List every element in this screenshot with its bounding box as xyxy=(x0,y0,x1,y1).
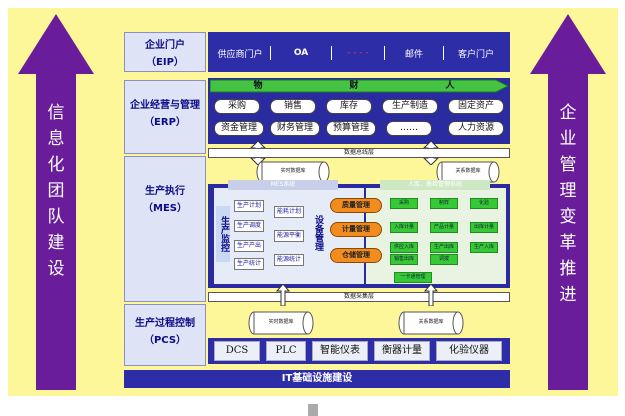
mes-green-sampling[interactable]: 制样 xyxy=(430,198,458,209)
mes-realtime-db-icon xyxy=(256,161,330,183)
mes-metering-mgmt[interactable]: 计量管理 xyxy=(330,222,382,237)
erp-purchase[interactable]: 采购 xyxy=(214,99,260,114)
pcs-lab-instruments[interactable]: 化验仪器 xyxy=(436,341,502,361)
mes-realtime-db: 实时数据库 xyxy=(280,168,306,174)
mes-equipment[interactable]: 设备管理 xyxy=(313,215,323,251)
mes-monitor[interactable]: 生产监控 xyxy=(216,206,230,262)
erp-modules: 采购 销售 库存 生产制造 固定资产 资金管理 财务管理 预算管理 …… 人力资… xyxy=(214,99,508,143)
mes-green-card-mgmt[interactable]: 一卡通管理 xyxy=(394,272,432,283)
mes-green-sales-out[interactable]: 销售出库 xyxy=(390,254,418,265)
mes-production-plan[interactable]: 生产计划 xyxy=(234,200,264,212)
erp-manufacturing[interactable]: 生产制造 xyxy=(382,99,438,114)
eip-items: 供应商门户 OA - - - - 邮件 客户门户 xyxy=(210,44,510,62)
mes-green-supply-in[interactable]: 供应入库 xyxy=(390,242,418,253)
erp-finance-mgmt[interactable]: 财务管理 xyxy=(270,121,320,136)
mes-relational-db: 关系数据库 xyxy=(455,168,481,174)
erp-label-box: 企业经营与管理 （ERP） xyxy=(124,80,206,154)
left-arrow-text: 信息化 团队建 设 xyxy=(47,103,65,279)
right-arrow-text: 企业管 理变革 推进 xyxy=(559,103,577,305)
erp-banner-arrow xyxy=(210,79,510,93)
erp-budget-mgmt[interactable]: 预算管理 xyxy=(326,121,376,136)
erp-fund-mgmt[interactable]: 资金管理 xyxy=(214,121,264,136)
mes-green-grid: 采购 制样 化验 入库计量 产品计量 出库计量 供应入库 生产出库 生产入库 销… xyxy=(366,194,506,276)
pcs-arrow-right xyxy=(424,284,438,306)
mes-section-left-title: MES系统 xyxy=(228,180,338,190)
mes-green-prod-in[interactable]: 生产入库 xyxy=(470,242,498,253)
eip-label-box: 企业门户 （EIP） xyxy=(124,32,206,72)
eip-supplier-portal[interactable]: 供应商门户 xyxy=(217,49,263,60)
mes-production-output[interactable]: 生产产出 xyxy=(234,240,264,252)
erp-sub: （ERP） xyxy=(144,117,186,128)
erp-banner-finance: 财 xyxy=(349,81,359,91)
erp-sales[interactable]: 销售 xyxy=(270,99,316,114)
pcs-realtime-db-icon xyxy=(248,311,314,335)
erp-hr[interactable]: 人力资源 xyxy=(448,121,504,136)
pcs-dcs[interactable]: DCS xyxy=(214,341,260,361)
eip-sub: （EIP） xyxy=(146,57,184,68)
eip-label: 企业门户 xyxy=(145,40,185,51)
eip-mail[interactable]: 邮件 xyxy=(404,49,423,60)
eip-customer-portal[interactable]: 客户门户 xyxy=(457,49,494,60)
mes-production-stats[interactable]: 生产统计 xyxy=(234,258,264,270)
pcs-sub: （PCS） xyxy=(143,335,187,346)
erp-label: 企业经营与管理 xyxy=(130,100,200,111)
it-infrastructure: IT基础设施建设 xyxy=(124,370,510,388)
pcs-relational-db-icon xyxy=(398,311,464,335)
mes-green-purchase[interactable]: 采购 xyxy=(390,198,418,209)
pcs-label: 生产过程控制 xyxy=(135,318,195,329)
mes-green-assay[interactable]: 化验 xyxy=(470,198,498,209)
erp-more: …… xyxy=(386,121,432,136)
mes-label-box: 生产执行 （MES） xyxy=(124,156,206,302)
pcs-relational-db: 关系数据库 xyxy=(418,319,444,325)
mes-production-dispatch[interactable]: 生产调度 xyxy=(234,220,264,232)
mes-relational-db-icon xyxy=(436,161,500,183)
mes-sub: （MES） xyxy=(143,203,187,214)
mes-warehouse-mgmt[interactable]: 仓储管理 xyxy=(330,248,382,263)
mes-label: 生产执行 xyxy=(145,186,185,197)
pcs-realtime-db: 实时数据库 xyxy=(268,319,294,325)
pcs-plc[interactable]: PLC xyxy=(266,341,306,361)
erp-banner-people: 人 xyxy=(445,81,455,91)
erp-inventory[interactable]: 库存 xyxy=(326,99,372,114)
mes-energy-stats[interactable]: 能源统计 xyxy=(274,254,304,266)
mes-section-right-title: 人库、质检管理系统 xyxy=(380,180,490,190)
mes-green-product-meter[interactable]: 产品计量 xyxy=(430,222,458,233)
erp-banner: 物 财 人 xyxy=(210,79,498,93)
pcs-label-box: 生产过程控制 （PCS） xyxy=(124,304,206,366)
data-bus-top: 数据总线层 xyxy=(208,148,510,158)
scroll-marker xyxy=(308,404,318,416)
mes-quality-mgmt[interactable]: 质量管理 xyxy=(330,198,382,213)
mes-green-transfer[interactable]: 调拨 xyxy=(430,254,458,265)
mes-green-outbound-meter[interactable]: 出库计量 xyxy=(470,222,498,233)
mes-energy-balance[interactable]: 能源平衡 xyxy=(274,230,304,242)
left-up-arrow xyxy=(18,14,94,390)
pcs-smart-meters[interactable]: 智能仪表 xyxy=(312,341,368,361)
erp-fixed-assets[interactable]: 固定资产 xyxy=(448,99,504,114)
eip-more: - - - - xyxy=(347,48,369,58)
eip-band xyxy=(208,32,510,72)
right-up-arrow xyxy=(530,14,606,390)
mes-energy-plan[interactable]: 能耗计划 xyxy=(274,206,304,218)
eip-oa[interactable]: OA xyxy=(293,48,309,58)
erp-banner-materials: 物 xyxy=(253,81,263,91)
pcs-arrow-left xyxy=(276,284,290,306)
mes-green-inbound-meter[interactable]: 入库计量 xyxy=(390,222,418,233)
pcs-weighing[interactable]: 衡器计量 xyxy=(374,341,430,361)
mes-green-prod-out[interactable]: 生产出库 xyxy=(430,242,458,253)
data-bus-bottom: 数据采集层 xyxy=(208,292,510,302)
